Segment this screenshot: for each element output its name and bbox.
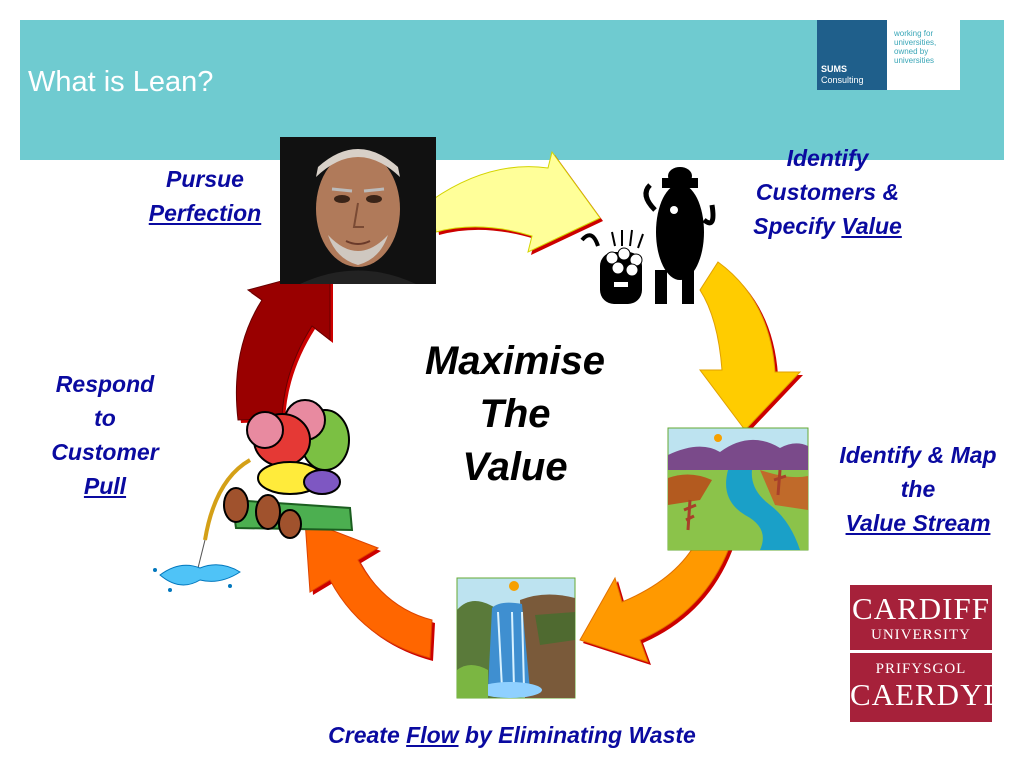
label-value-stream-link[interactable]: Value Stream	[845, 510, 991, 536]
label-pursue-perfection: Pursue Perfection	[130, 162, 280, 230]
center-line1: Maximise	[424, 339, 606, 383]
label-identify-line2: Customers &	[755, 179, 900, 205]
center-line3: Value	[462, 445, 568, 489]
label-value-link[interactable]: Value	[841, 213, 902, 239]
sums-logo: SUMS Consulting working for universities…	[817, 20, 960, 90]
label-identify-value: Identify Customers & Specify Value	[720, 141, 935, 243]
cardiff-logo-line4: CAERDYDD	[850, 677, 1024, 712]
arrow-pull-to-perfection	[235, 267, 333, 423]
arrow-stream-to-flow	[579, 534, 735, 665]
label-identify-prefix: Specify	[753, 213, 842, 239]
page-title: What is Lean?	[28, 66, 214, 98]
cardiff-university-logo: CARDIFF UNIVERSITY PRIFYSGOL CAERDYDD	[850, 585, 1024, 722]
label-flow-prefix: Create	[328, 722, 407, 748]
label-identify-line3: Specify Value	[720, 209, 935, 243]
label-respond-line2: to	[94, 405, 116, 431]
label-pull-link[interactable]: Pull	[83, 473, 127, 499]
cardiff-logo-divider	[850, 650, 992, 653]
cardiff-logo-line3: PRIFYSGOL	[875, 661, 967, 677]
sums-logo-box: SUMS Consulting	[817, 20, 887, 90]
label-map-line2: the	[900, 476, 936, 502]
label-value-stream: Identify & Map the Value Stream	[812, 438, 1024, 540]
sums-logo-tagline: working for universities, owned by unive…	[894, 29, 937, 65]
customer-figure-icon	[580, 167, 716, 304]
label-identify-line1: Identify	[786, 145, 869, 171]
label-perfection-link[interactable]: Perfection	[148, 200, 262, 226]
label-map-line1: Identify & Map	[839, 442, 997, 468]
center-maximise-value: Maximise The Value	[400, 335, 630, 494]
portrait-icon	[280, 137, 436, 284]
fishing-couple-icon	[153, 399, 354, 592]
label-flow-suffix: by Eliminating Waste	[458, 722, 696, 748]
portrait-photo	[280, 137, 436, 284]
label-flow-link[interactable]: Flow	[406, 722, 459, 748]
center-line2: The	[479, 392, 551, 436]
label-pursue-line1: Pursue	[166, 166, 244, 192]
arrow-value-to-stream	[699, 261, 803, 433]
waterfall-icon	[456, 577, 576, 699]
label-create-flow: Create Flow by Eliminating Waste	[250, 718, 774, 752]
label-respond-line1: Respond	[55, 371, 155, 397]
sums-logo-subname: Consulting	[821, 75, 864, 85]
label-respond-line3: Customer	[51, 439, 159, 465]
sums-logo-name: SUMS	[821, 64, 848, 74]
arrow-flow-to-pull	[304, 519, 435, 661]
landscape-river-icon	[667, 427, 809, 551]
arrow-perfection-to-value	[431, 150, 603, 255]
cardiff-logo-line2: UNIVERSITY	[871, 627, 971, 643]
label-customer-pull: Respond to Customer Pull	[30, 367, 180, 503]
cardiff-logo-line1: CARDIFF	[852, 591, 990, 626]
